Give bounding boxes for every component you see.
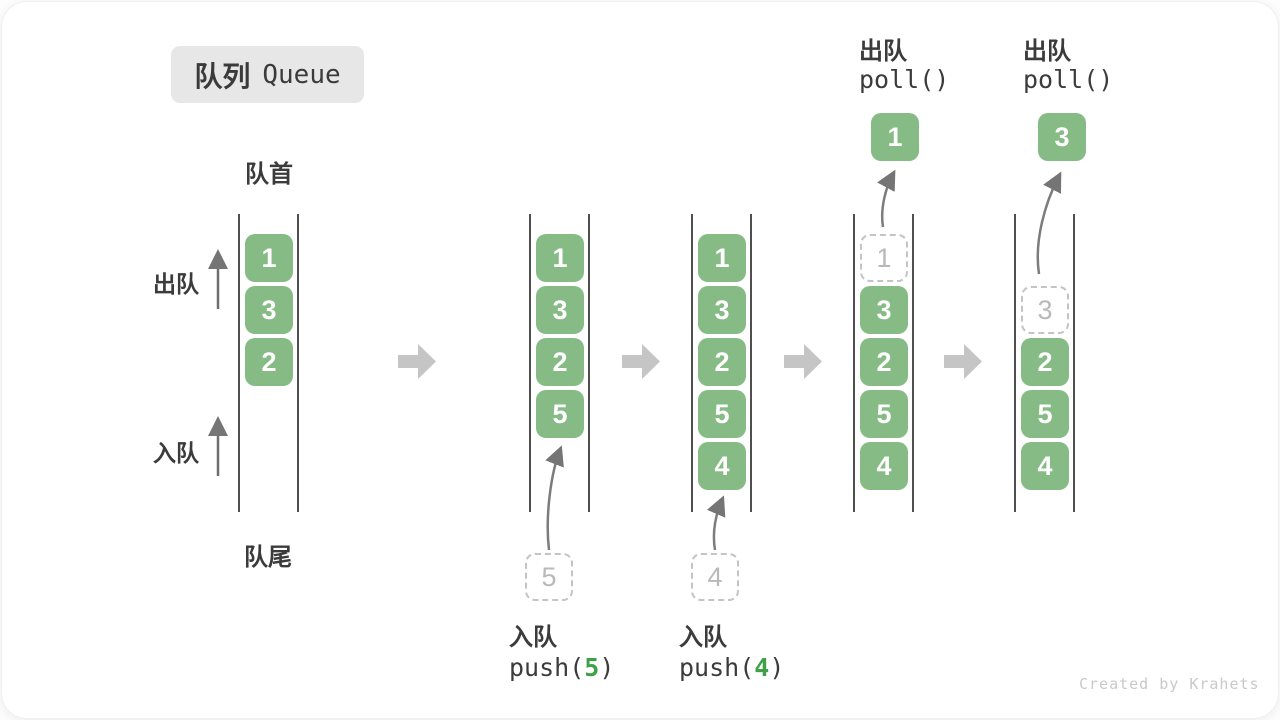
queue-element: 1 xyxy=(698,234,746,282)
title-en: Queue xyxy=(262,59,341,90)
queue-element: 3 xyxy=(860,286,908,334)
flow-arrow-icon xyxy=(944,344,982,379)
push-op-label: 入队 xyxy=(679,624,727,651)
queue-container-5 xyxy=(1014,214,1075,512)
queue-element: 5 xyxy=(536,390,584,438)
queue-element: 4 xyxy=(1021,442,1069,490)
poll-op-label: 出队 xyxy=(859,38,907,65)
push-fn: push( xyxy=(679,653,755,682)
queue-element: 2 xyxy=(860,338,908,386)
polled-element: 3 xyxy=(1038,113,1086,161)
polled-element: 1 xyxy=(871,113,919,161)
poll-op-code: poll() xyxy=(859,65,950,94)
incoming-element: 5 xyxy=(525,553,573,601)
queue-element: 2 xyxy=(536,338,584,386)
dequeue-side-label: 出队 xyxy=(153,271,199,297)
flow-arrow-icon xyxy=(784,344,822,379)
queue-element: 1 xyxy=(536,234,584,282)
title-zh: 队列 xyxy=(194,60,251,92)
queue-element: 3 xyxy=(536,286,584,334)
queue-element: 5 xyxy=(860,390,908,438)
queue-element: 3 xyxy=(245,286,293,334)
queue-element: 3 xyxy=(698,286,746,334)
push-op-code: push(5) xyxy=(509,653,614,682)
queue-element: 1 xyxy=(245,234,293,282)
queue-element: 2 xyxy=(1021,338,1069,386)
title-badge: 队列 Queue xyxy=(171,46,364,103)
push-close: ) xyxy=(769,653,785,682)
queue-container-4 xyxy=(853,214,914,512)
poll-op-label: 出队 xyxy=(1023,38,1071,65)
queue-rear-label: 队尾 xyxy=(244,544,292,571)
push-op-label: 入队 xyxy=(509,624,557,651)
flow-arrow-icon xyxy=(622,344,660,379)
push-op-code: push(4) xyxy=(679,653,784,682)
queue-container-1 xyxy=(238,214,299,512)
push-arg: 5 xyxy=(584,653,600,682)
push-arg: 4 xyxy=(754,653,770,682)
queue-element: 2 xyxy=(698,338,746,386)
queue-container-2 xyxy=(529,214,590,512)
watermark: Created by Krahets xyxy=(1079,675,1260,693)
flow-arrow-icon xyxy=(398,344,436,379)
removed-slot: 1 xyxy=(860,234,908,282)
queue-front-label: 队首 xyxy=(245,161,293,188)
queue-element: 4 xyxy=(860,442,908,490)
incoming-element: 4 xyxy=(691,553,739,601)
enqueue-side-label: 入队 xyxy=(153,440,199,466)
push-fn: push( xyxy=(509,653,585,682)
push-close: ) xyxy=(599,653,615,682)
queue-element: 5 xyxy=(1021,390,1069,438)
removed-slot: 3 xyxy=(1021,286,1069,334)
queue-element: 2 xyxy=(245,338,293,386)
queue-container-3 xyxy=(691,214,752,512)
queue-element: 4 xyxy=(698,442,746,490)
queue-element: 5 xyxy=(698,390,746,438)
poll-op-code: poll() xyxy=(1023,65,1114,94)
